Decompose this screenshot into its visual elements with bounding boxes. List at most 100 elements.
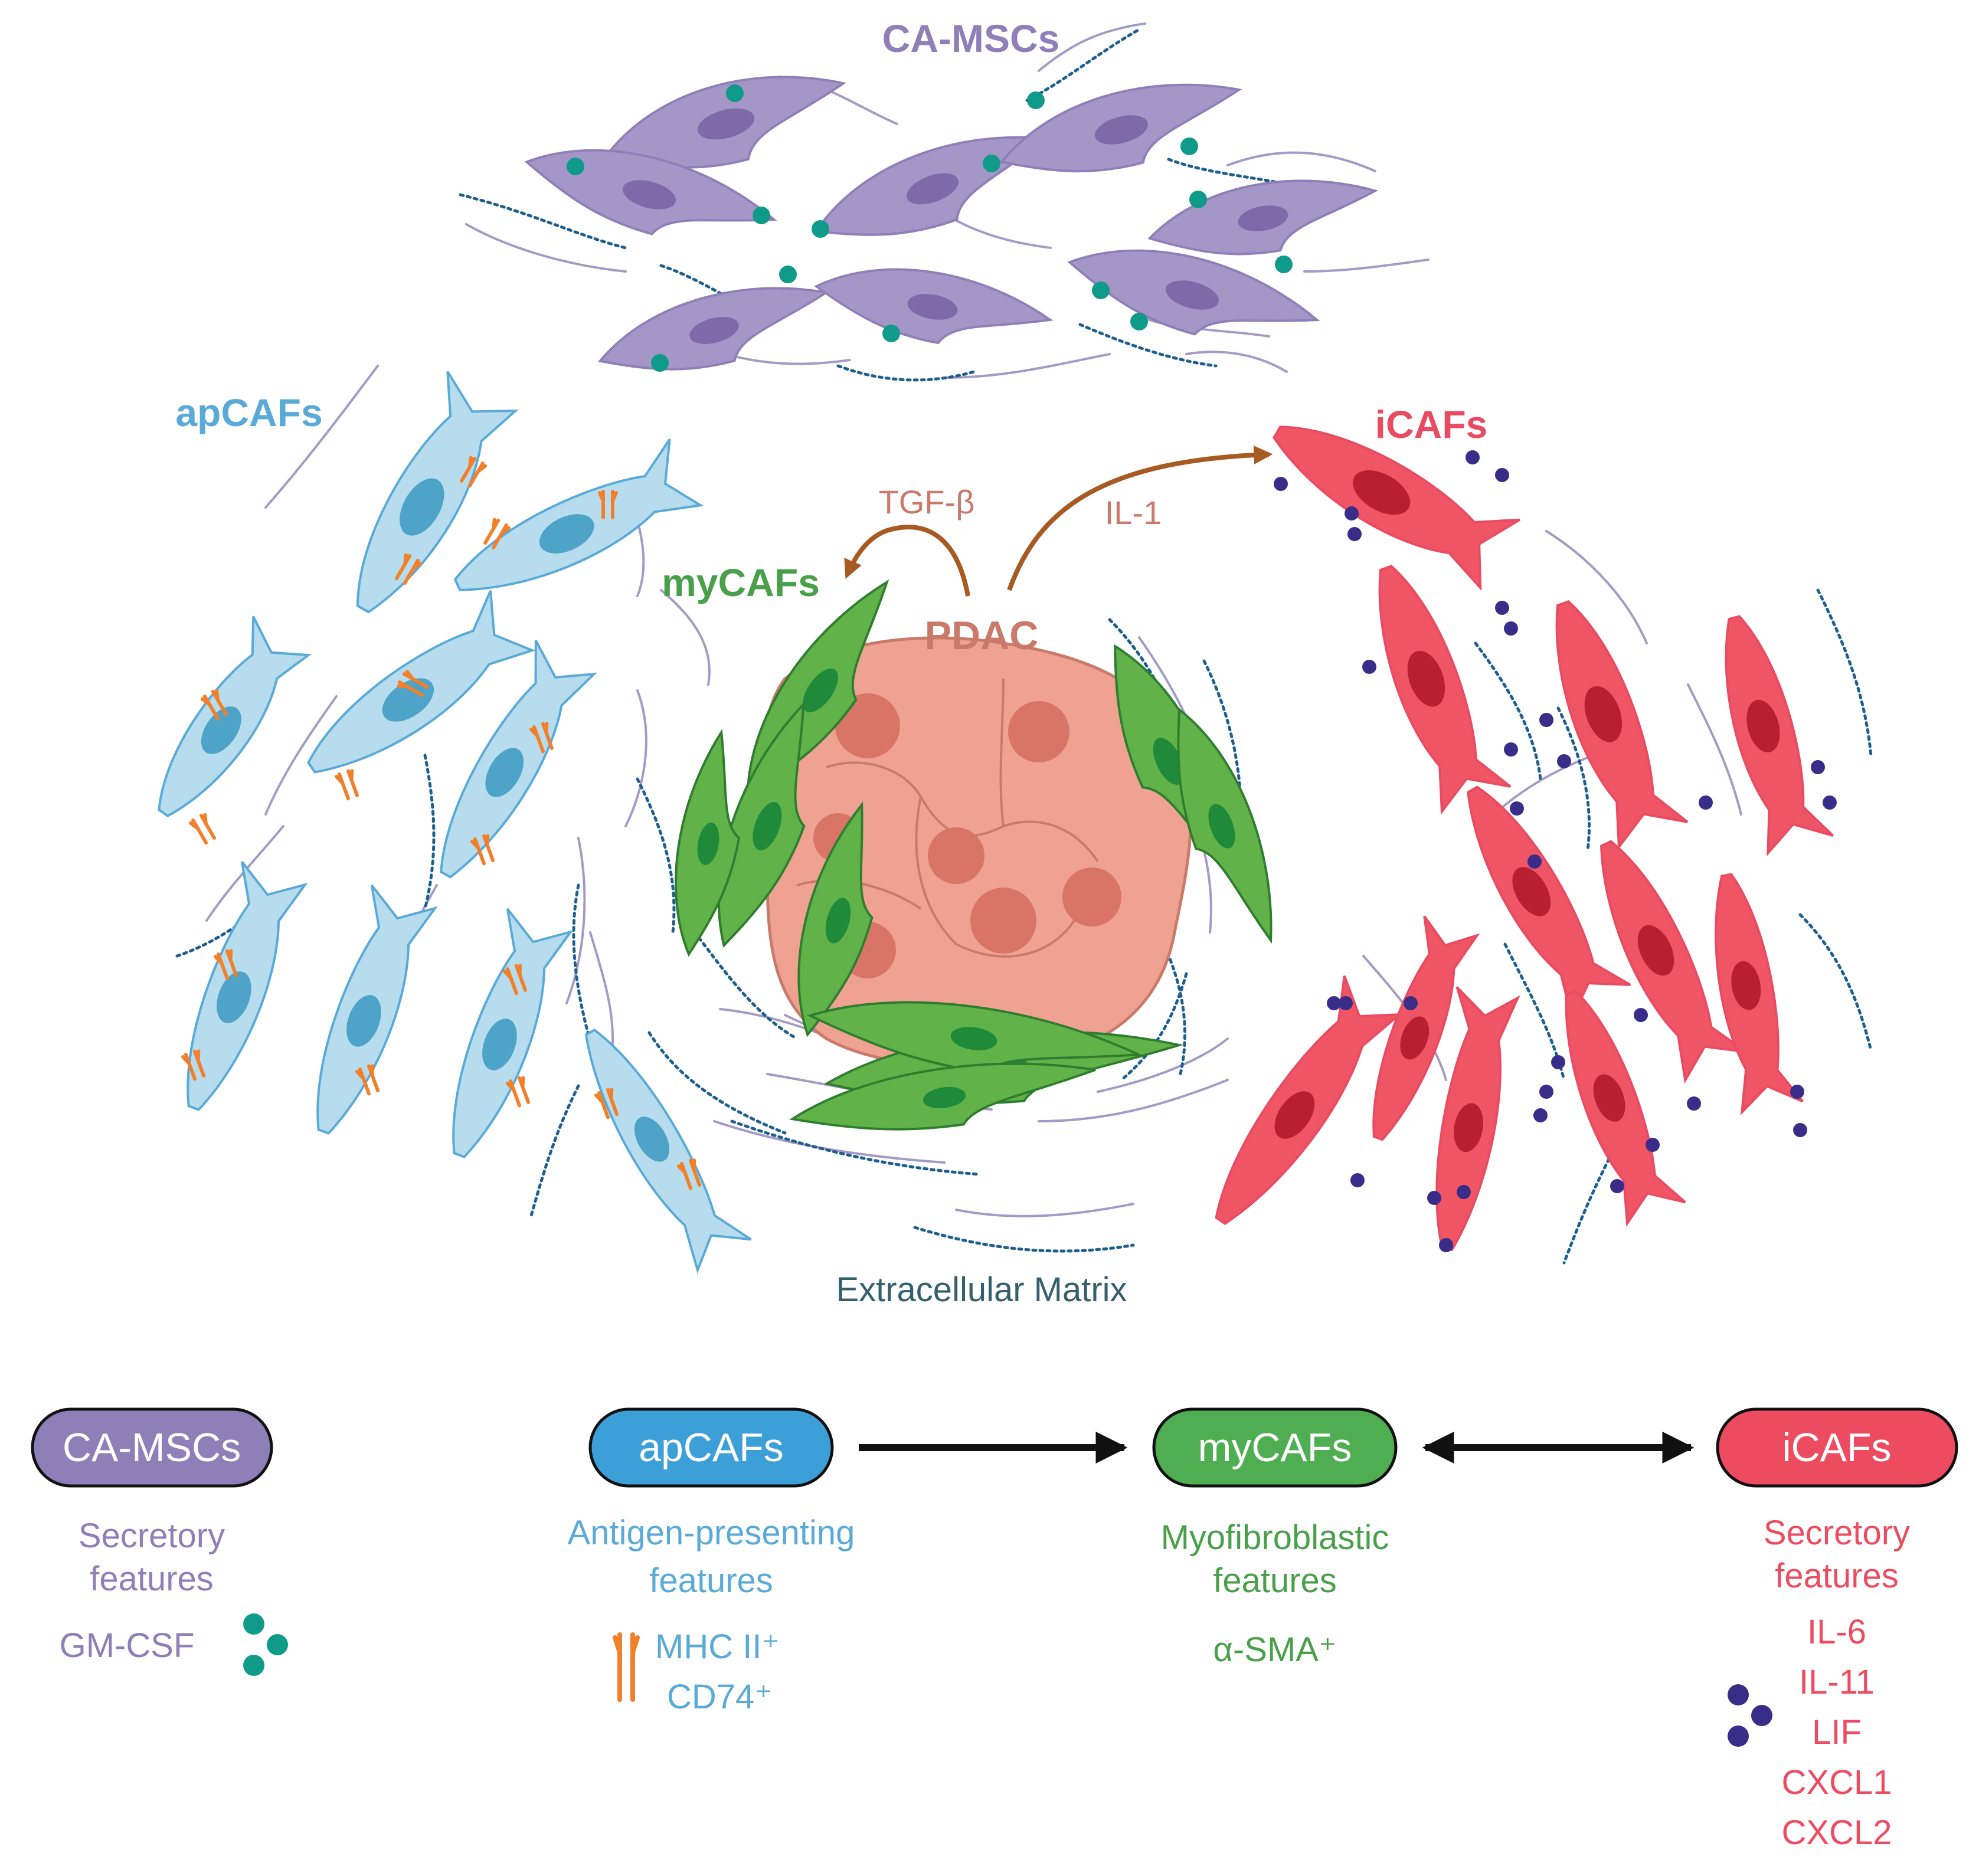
mycafs-label: myCAFs <box>662 561 820 604</box>
apcaf-cell <box>453 438 704 591</box>
icaf-cell <box>1565 989 1686 1227</box>
cell-nucleus <box>1637 925 1674 976</box>
gm-csf-dot <box>567 158 584 175</box>
cytokine-dot <box>1557 754 1571 768</box>
tgf-beta-label: TGF-β <box>879 483 975 520</box>
cell-nucleus <box>482 1019 517 1070</box>
mycafs-features-line1: Myofibroblastic <box>1161 1518 1389 1557</box>
ecm-fibre <box>713 1120 946 1164</box>
cytokine-dot <box>1345 506 1359 520</box>
cell-nucleus <box>1512 867 1551 916</box>
apcafs-label: apCAFs <box>175 391 322 434</box>
mhc-receptor-icon <box>598 490 618 519</box>
mycaf-cell <box>1177 707 1273 944</box>
gm-csf-dot <box>1275 256 1293 273</box>
gm-csf-dot <box>1189 191 1207 208</box>
cell-nucleus <box>1731 961 1761 1010</box>
icafs-marker-il6: IL-6 <box>1807 1613 1866 1651</box>
ecm-dotted-fibre <box>423 754 436 911</box>
cell-nucleus <box>825 898 851 944</box>
cell-nucleus <box>1274 1091 1315 1139</box>
gm-csf-dot <box>779 266 797 283</box>
ca-mscs-marker-gmcsf: GM-CSF <box>60 1626 195 1665</box>
cell-nucleus <box>906 173 959 205</box>
cell-nucleus <box>1454 1103 1484 1153</box>
cytokine-dot <box>1790 1085 1804 1099</box>
cell-nucleus <box>1165 280 1219 310</box>
mycaf-cell <box>807 1001 1143 1074</box>
cell-layer <box>158 76 1834 1274</box>
icaf-cell <box>1725 615 1834 857</box>
legend-pill-mycafs <box>1152 1407 1398 1488</box>
mhc-receptor-icon <box>200 689 228 721</box>
apcaf-cell <box>158 615 312 817</box>
ca-msc-cell <box>524 149 777 235</box>
ecm-dotted-fibre <box>636 777 676 934</box>
ecm-fibre <box>624 689 647 827</box>
icaf-cell <box>1555 600 1689 850</box>
mycaf-cell <box>674 729 741 957</box>
mhc-receptor-icon <box>594 1088 619 1119</box>
ecm-fibre <box>465 223 627 273</box>
legend-pill-mycafs-text: myCAFs <box>1198 1425 1352 1470</box>
cell-nucleus <box>1407 650 1445 707</box>
mhc-receptor-icon <box>188 813 216 845</box>
cytokine-dot <box>1793 1123 1807 1137</box>
cytokine-dot <box>1466 450 1480 464</box>
cell-nucleus <box>697 823 719 865</box>
ecm-dotted-fibre <box>1798 913 1873 1052</box>
ecm-fibre <box>660 589 711 686</box>
mhc-receptor-icon <box>460 456 488 488</box>
legend-pill-apcafs <box>588 1407 834 1488</box>
icafs-marker-lif: LIF <box>1812 1713 1862 1751</box>
ecm-fibre <box>1038 22 1146 72</box>
cell-nucleus <box>1400 1016 1430 1060</box>
apcaf-cell <box>584 1028 752 1274</box>
tgf-beta-arrow <box>844 525 970 597</box>
icafs-marker-cxcl1: CXCL1 <box>1782 1763 1892 1802</box>
icaf-cell <box>1273 425 1520 591</box>
ecm-fibre <box>955 1203 1134 1217</box>
cytokine-dot <box>1646 1138 1660 1152</box>
ecm-dotted-fibre <box>1078 323 1218 368</box>
icafs-label: iCAFs <box>1375 402 1488 446</box>
gm-csf-dot <box>1130 313 1148 330</box>
cytokine-dot <box>1327 996 1341 1010</box>
mhc-receptor-icon <box>355 1064 380 1096</box>
cytokine-dot <box>1339 996 1353 1010</box>
cytokine-dot <box>1495 468 1509 482</box>
cell-nucleus <box>1153 738 1185 785</box>
ecm-fibre <box>264 695 338 816</box>
cytokine-dot <box>1404 996 1418 1010</box>
ecm-dotted-fibre <box>459 193 627 250</box>
gm-csf-dot <box>726 84 744 102</box>
cytokine-dot <box>1634 1008 1648 1022</box>
gm-csf-dot <box>812 220 829 238</box>
cytokine-dot <box>1539 713 1553 727</box>
ecm-dotted-fibre <box>659 264 769 320</box>
cell-nucleus <box>1746 699 1780 752</box>
legend-pill-apcafs-text: apCAFs <box>639 1425 784 1470</box>
mhc-receptor-icon <box>335 769 359 801</box>
cytokine-dot <box>1362 660 1376 674</box>
cell-nucleus <box>346 995 381 1047</box>
ca-msc-cell <box>604 76 846 169</box>
ecm-fibre <box>1545 530 1648 644</box>
cell-nucleus <box>1584 686 1623 742</box>
mhc-receptor-icon <box>503 964 528 996</box>
cell-nucleus <box>382 678 434 722</box>
cytokine-dot <box>1551 1055 1565 1069</box>
cell-nucleus <box>539 514 594 554</box>
ca-msc-cell <box>1067 249 1320 336</box>
legend-pill-icafs-text: iCAFs <box>1782 1425 1891 1470</box>
cell-nucleus <box>697 108 755 140</box>
cell-nucleus <box>400 478 444 536</box>
apcaf-cell <box>452 908 574 1158</box>
mhc-receptor-icon <box>397 669 429 697</box>
legend-pill-icafs <box>1716 1407 1958 1488</box>
cell-nucleus <box>634 1117 670 1162</box>
icaf-cell <box>1435 986 1520 1252</box>
cytokine-dots-icon <box>1728 1684 1772 1747</box>
icafs-features-line2: features <box>1775 1557 1899 1595</box>
